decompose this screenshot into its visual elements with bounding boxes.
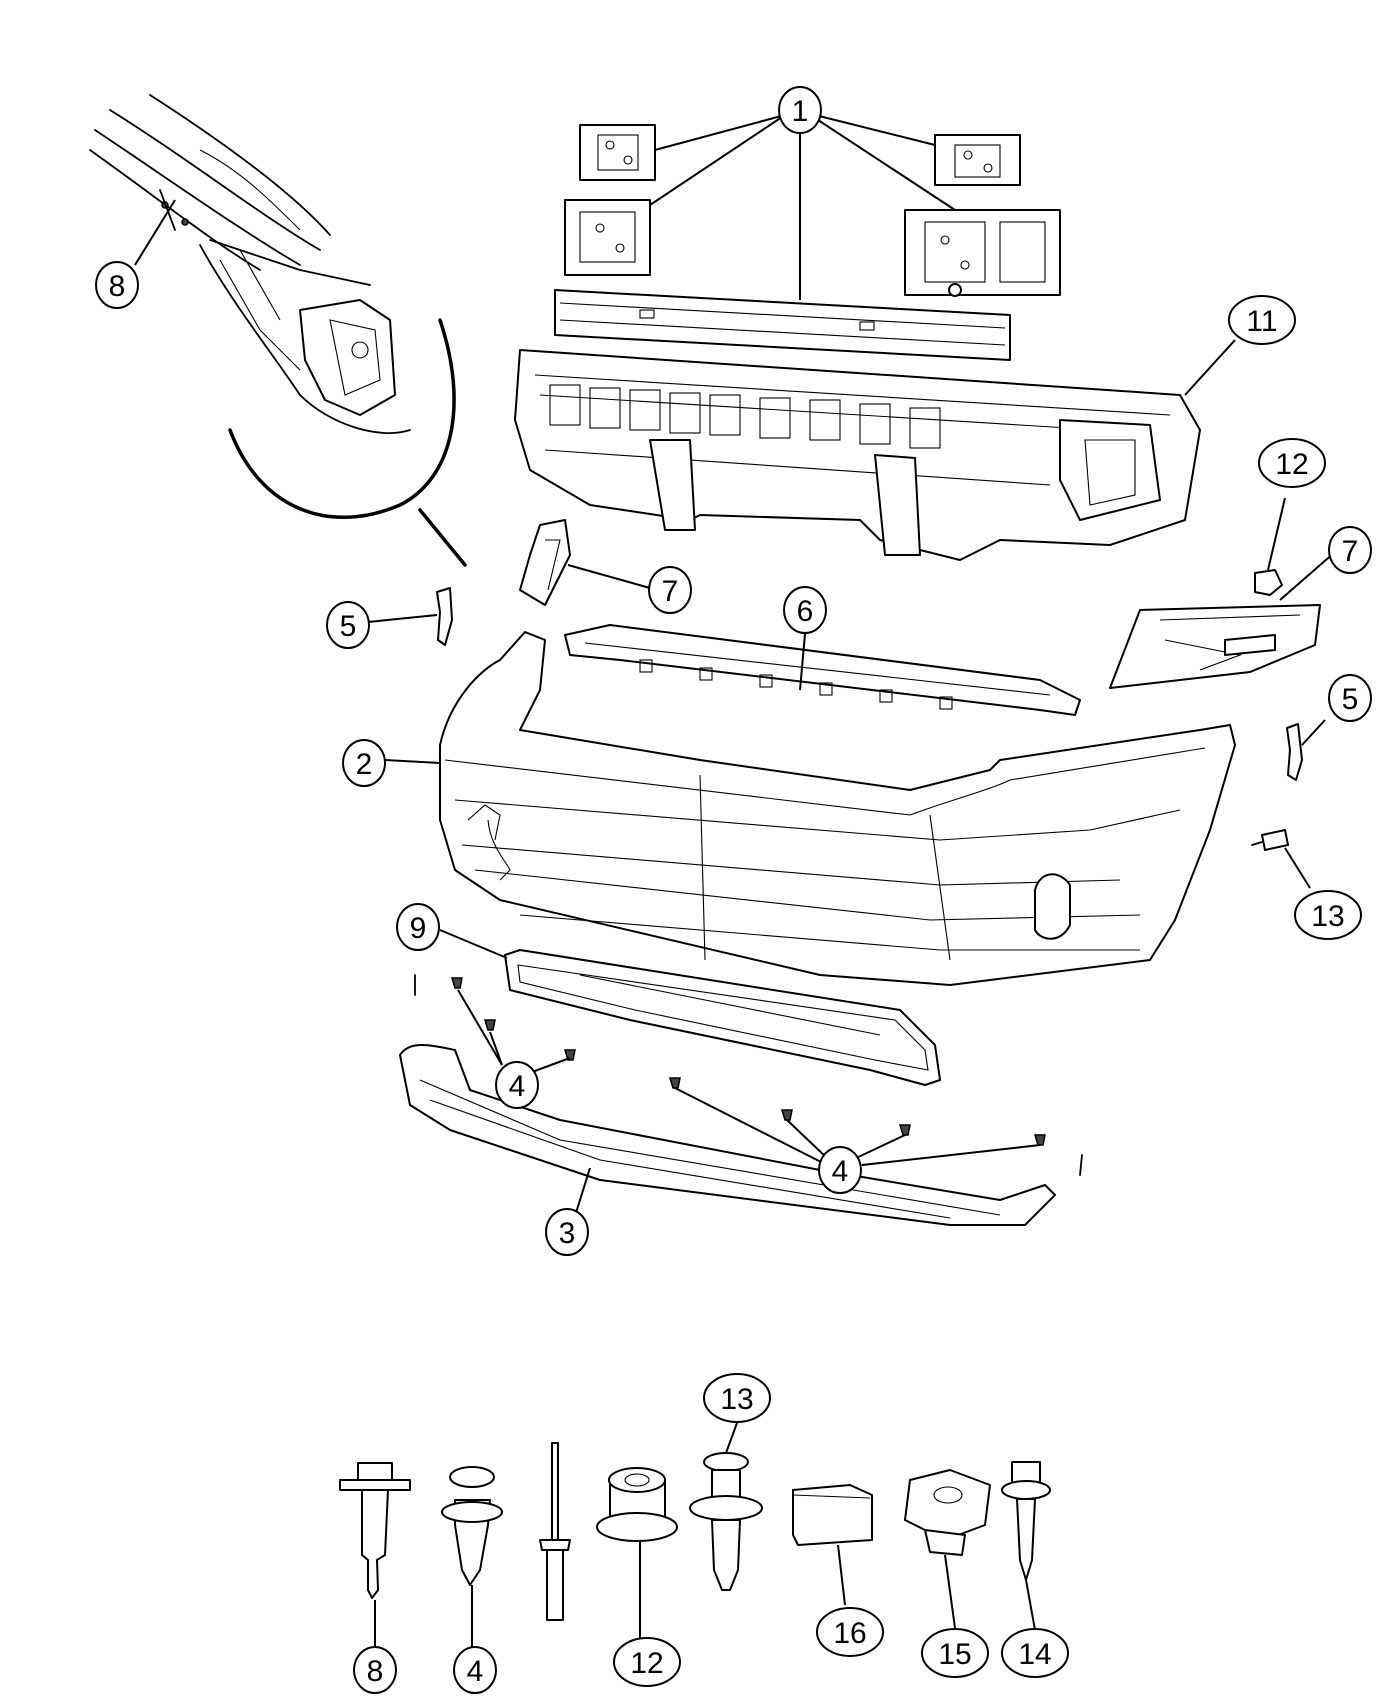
flange-bolt-8 (339, 1462, 411, 1648)
bumper-fascia (384, 631, 1236, 986)
hardware-callout-15: 15 (921, 1628, 989, 1678)
svg-text:4: 4 (467, 1655, 484, 1688)
svg-text:6: 6 (797, 595, 814, 628)
svg-text:14: 14 (1018, 1638, 1051, 1671)
svg-text:16: 16 (833, 1617, 866, 1650)
callout-1: 1 (778, 86, 822, 134)
callout-7a: 7 (648, 566, 692, 614)
svg-text:4: 4 (832, 1155, 849, 1188)
hardware-callout-4: 4 (453, 1646, 497, 1694)
right-push-pin (1251, 829, 1311, 889)
hardware-callout-12: 12 (613, 1637, 681, 1687)
svg-text:1: 1 (792, 95, 809, 128)
callout-13: 13 (1294, 890, 1362, 940)
push-pin-13 (689, 1422, 763, 1591)
svg-text:5: 5 (340, 610, 357, 643)
cage-nut-15 (904, 1469, 991, 1629)
left-clip (367, 587, 453, 646)
svg-text:8: 8 (109, 270, 126, 303)
callout-9: 9 (396, 903, 440, 951)
svg-text:11: 11 (1246, 305, 1277, 338)
hardware-callout-14: 14 (1001, 1628, 1069, 1678)
right-side-bracket (1109, 551, 1336, 689)
callout-5a: 5 (326, 601, 370, 649)
callout-6: 6 (783, 586, 827, 634)
left-side-bracket (519, 519, 651, 606)
upper-leaders (134, 114, 1236, 396)
upper-support (564, 624, 1081, 716)
callout-4a: 4 (495, 1061, 539, 1109)
hardware-callout-16: 16 (816, 1607, 884, 1657)
svg-text:7: 7 (662, 575, 679, 608)
callout-3: 3 (545, 1208, 589, 1256)
energy-absorber (514, 349, 1201, 561)
svg-text:15: 15 (938, 1638, 971, 1671)
svg-text:9: 9 (410, 912, 427, 945)
lower-grille (439, 929, 941, 1086)
reinforcement-bar (554, 289, 1011, 361)
svg-text:4: 4 (509, 1070, 526, 1103)
right-nut (1254, 497, 1286, 596)
callout-11: 11 (1228, 295, 1296, 345)
hardware-callout-8: 8 (353, 1646, 397, 1694)
svg-text:3: 3 (559, 1217, 576, 1250)
callout-12: 12 (1258, 438, 1326, 488)
svg-text:13: 13 (1311, 900, 1344, 933)
hex-screw-14 (1001, 1461, 1051, 1631)
svg-text:5: 5 (1342, 683, 1359, 716)
right-clip (1286, 719, 1326, 781)
push-retainer-4 (441, 1466, 503, 1648)
svg-text:8: 8 (367, 1655, 384, 1688)
retainers (414, 974, 1083, 1176)
svg-text:13: 13 (720, 1383, 753, 1416)
svg-text:7: 7 (1342, 535, 1359, 568)
callout-5b: 5 (1328, 674, 1372, 722)
fender-detail (89, 94, 467, 567)
svg-text:2: 2 (356, 748, 373, 781)
flange-nut-12 (596, 1467, 678, 1640)
svg-text:12: 12 (630, 1647, 663, 1680)
callout-7b: 7 (1328, 526, 1372, 574)
callout-8: 8 (95, 261, 139, 309)
blind-rivet (539, 1442, 571, 1621)
callout-4b: 4 (818, 1146, 862, 1194)
lower-valance (399, 1044, 1056, 1233)
hardware-callout-13: 13 (703, 1373, 771, 1423)
svg-text:12: 12 (1275, 448, 1308, 481)
mounting-brackets (564, 124, 1061, 297)
callout-2: 2 (342, 739, 386, 787)
foam-pad-16 (792, 1484, 873, 1606)
hardware-row (339, 1422, 1051, 1648)
